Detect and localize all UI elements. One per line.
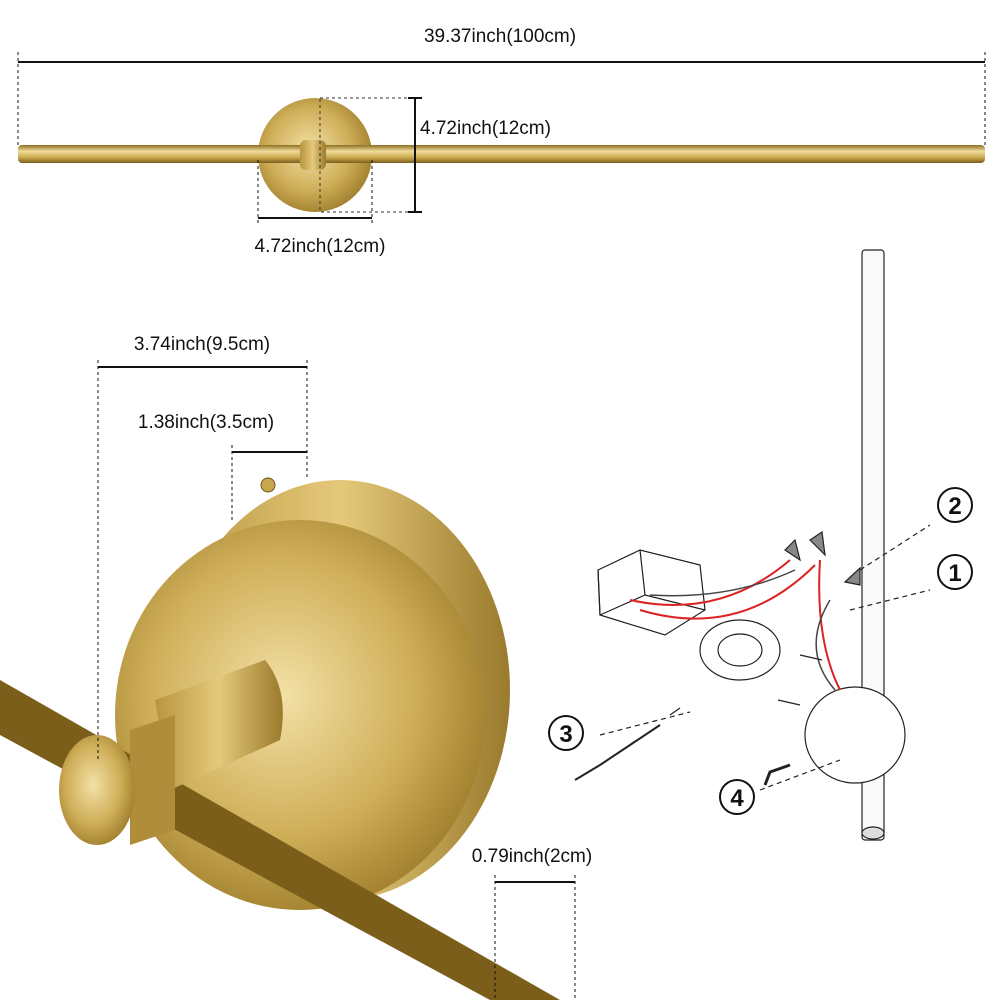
plate-thickness-label: 1.38inch(3.5cm) [138, 412, 274, 433]
svg-text:2: 2 [948, 493, 961, 520]
plate-height-label: 4.72inch(12cm) [420, 118, 551, 139]
rod-holder [300, 140, 326, 170]
installation-diagram [574, 249, 931, 841]
base-depth-label: 3.74inch(9.5cm) [134, 334, 270, 355]
base-detail-view: 3.74inch(9.5cm) 1.38inch(3.5cm) 0.79inch… [0, 334, 592, 1000]
svg-text:4: 4 [730, 785, 744, 812]
rod-diameter-label: 0.79inch(2cm) [472, 846, 592, 867]
top-overview: 39.37inch(100cm) 4.72inch(12cm) 4.72inch… [17, 26, 986, 257]
step-markers: 1 2 3 4 [548, 487, 973, 815]
total-length-label: 39.37inch(100cm) [424, 26, 576, 47]
light-rod [18, 145, 985, 163]
step-3-marker: 3 [548, 715, 584, 751]
step-2-marker: 2 [937, 487, 973, 523]
step-1-marker: 1 [937, 554, 973, 590]
svg-text:1: 1 [948, 560, 961, 587]
rod-end-cap [59, 735, 135, 845]
step-4-marker: 4 [719, 779, 755, 815]
svg-text:3: 3 [559, 721, 572, 748]
plate-width-label: 4.72inch(12cm) [255, 236, 386, 257]
